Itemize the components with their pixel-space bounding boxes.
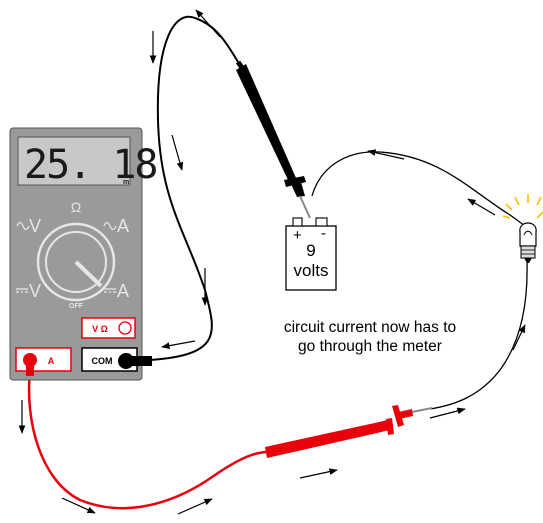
lamp-glow-rays xyxy=(502,194,543,219)
flow-arrow xyxy=(171,134,184,171)
ac-wave-right-icon xyxy=(103,221,117,231)
flow-arrow xyxy=(61,497,96,514)
current-flow-arrows xyxy=(18,9,526,515)
battery: + - 9 volts xyxy=(285,217,337,291)
ac-wave-left-icon xyxy=(16,221,30,231)
dc-symbol-right-icon xyxy=(104,288,116,293)
meter-right-lower-label: A xyxy=(117,281,129,301)
battery-unit-label: volts xyxy=(294,261,329,280)
caption-line-1: circuit current now has to xyxy=(283,319,457,336)
meter-left-lower-label: V xyxy=(29,281,41,301)
battery-minus-label: - xyxy=(321,225,326,242)
lamp-base xyxy=(520,245,536,259)
vohm-jack-label: V Ω xyxy=(92,324,108,334)
black-lead-wire xyxy=(149,15,239,361)
battery-voltage-label: 9 xyxy=(306,241,315,260)
flow-arrow xyxy=(467,198,496,216)
battery-body xyxy=(285,225,337,291)
circuit-caption: circuit current now has to go through th… xyxy=(240,318,500,356)
black-lead-plug xyxy=(118,353,152,369)
flow-arrow xyxy=(177,498,213,515)
meter-display-value: 25. 18 xyxy=(24,142,157,188)
meter-display xyxy=(17,136,131,186)
red-lead-wire xyxy=(27,371,269,510)
flow-arrow xyxy=(429,407,466,419)
light-bulb xyxy=(502,194,543,263)
meter-left-upper-label: V xyxy=(29,216,41,236)
amp-jack-label: A xyxy=(48,356,55,366)
multimeter: 25. 18 m Ω V A V A OFF V Ω xyxy=(9,127,159,381)
flow-arrow xyxy=(195,9,221,38)
lamp-bulb-glass xyxy=(519,222,537,247)
meter-dial-symbol: Ω xyxy=(71,199,81,215)
flow-arrow xyxy=(161,340,196,349)
black-probe xyxy=(235,60,311,219)
dc-symbol-left-icon xyxy=(16,288,28,293)
dial-pointer xyxy=(74,260,103,288)
battery-plus-label: + xyxy=(293,227,302,244)
red-probe xyxy=(265,405,433,458)
lamp-to-probe-wire xyxy=(429,261,528,410)
red-lead-plug xyxy=(23,353,37,376)
vohm-jack-socket[interactable] xyxy=(118,321,132,335)
battery-positive-terminal xyxy=(292,217,303,227)
flow-arrow xyxy=(299,468,338,479)
flow-arrow xyxy=(367,149,405,160)
meter-off-label: OFF xyxy=(69,303,84,310)
meter-display-unit: m xyxy=(123,179,129,186)
com-jack-label: COM xyxy=(92,356,113,366)
battery-to-lamp-wire xyxy=(311,151,528,229)
caption-line-2: go through the meter xyxy=(298,338,442,355)
flow-arrow xyxy=(512,324,526,351)
meter-right-upper-label: A xyxy=(117,216,129,236)
range-selector-dial[interactable] xyxy=(36,222,116,302)
battery-negative-terminal xyxy=(315,217,328,227)
